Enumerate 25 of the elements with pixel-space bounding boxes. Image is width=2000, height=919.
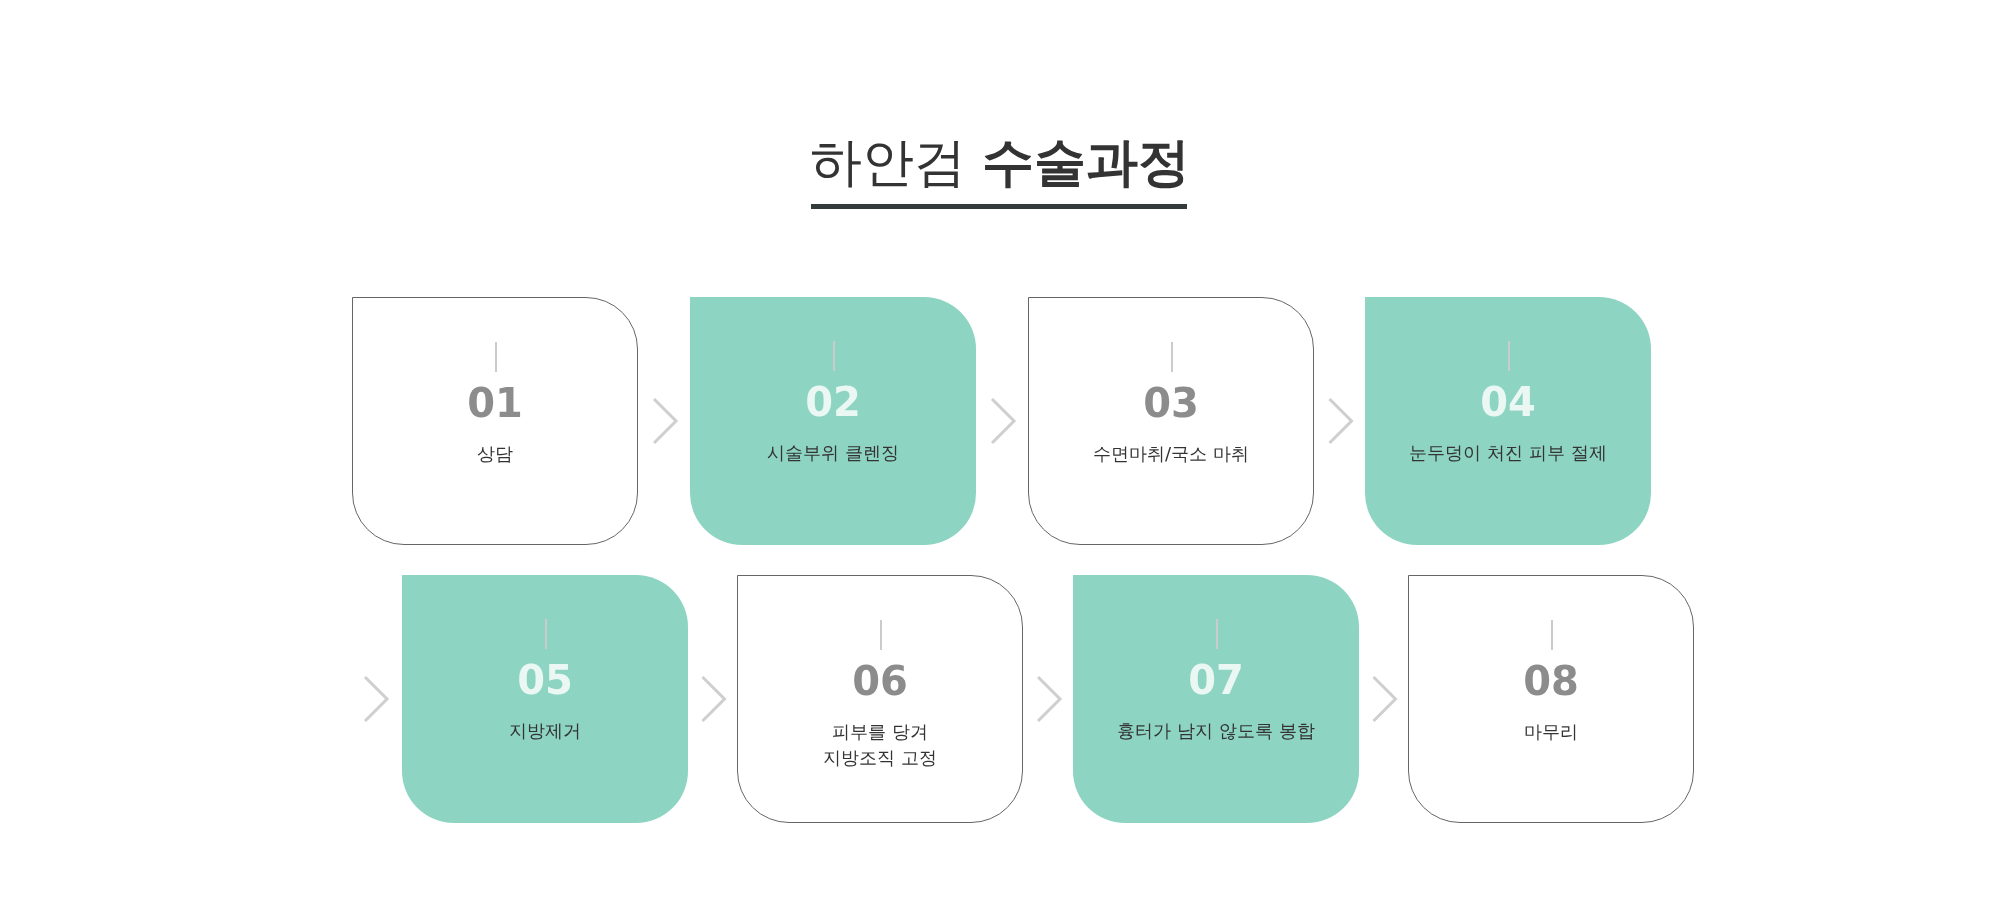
step-label: 지방제거 <box>509 719 581 743</box>
step-number: 01 <box>466 380 524 426</box>
step-label: 마무리 <box>1524 720 1578 744</box>
step-label: 눈두덩이 처진 피부 절제 <box>1409 441 1607 465</box>
step-number: 04 <box>1479 379 1537 425</box>
step-number: 02 <box>804 379 862 425</box>
step-label: 흉터가 남지 않도록 봉합 <box>1117 719 1315 743</box>
step-box <box>1365 297 1651 545</box>
step-number: 06 <box>851 658 909 704</box>
step-box <box>1073 575 1359 823</box>
step-box <box>737 575 1023 823</box>
step-number: 07 <box>1187 657 1245 703</box>
step-label: 시술부위 클렌징 <box>767 441 899 465</box>
step-label: 상담 <box>477 442 513 466</box>
step-box <box>690 297 976 545</box>
step-number: 05 <box>516 657 574 703</box>
step-box <box>402 575 688 823</box>
step-label: 피부를 당겨 지방조직 고정 <box>822 720 938 770</box>
step-box <box>352 297 638 545</box>
step-label: 수면마취/국소 마취 <box>1093 442 1249 466</box>
step-number: 08 <box>1522 658 1580 704</box>
title: 하안검 수술과정 <box>809 132 1191 192</box>
step-box <box>1408 575 1694 823</box>
step-number: 03 <box>1142 380 1200 426</box>
step-box <box>1028 297 1314 545</box>
